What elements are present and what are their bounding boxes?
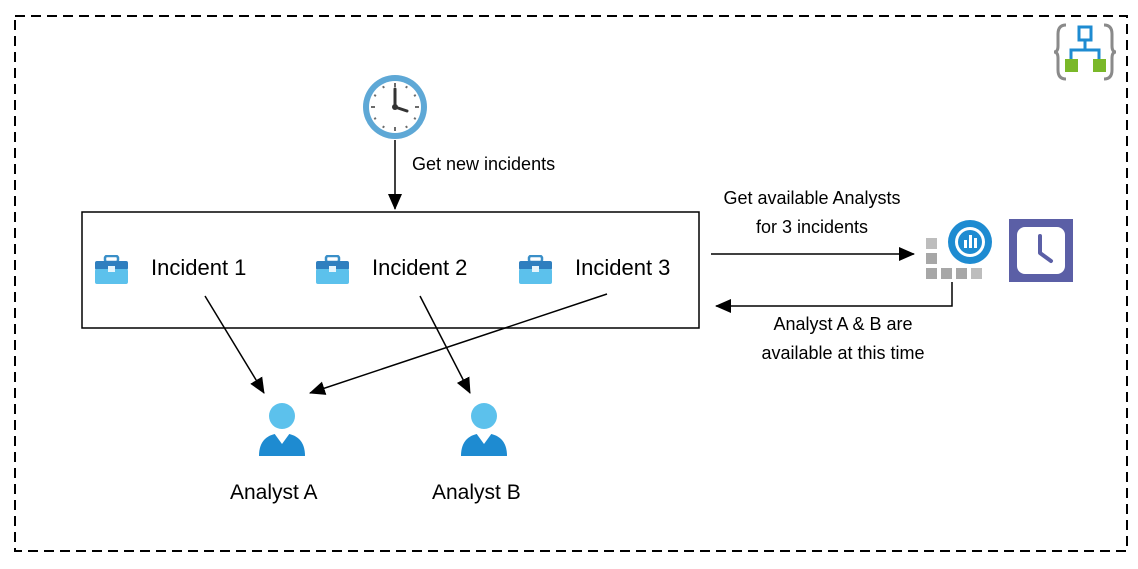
analyst-a-label: Analyst A: [230, 481, 318, 504]
incidents-box: [81, 211, 700, 329]
clock-icon: [363, 75, 427, 139]
request-analysts-label: Get available Analysts for 3 incidents: [704, 184, 920, 242]
logic-app-icon: [1053, 23, 1117, 81]
incident-2-label: Incident 2: [372, 255, 468, 280]
assign-incident3-analystA: [309, 293, 608, 395]
incident-3-label: Incident 3: [575, 255, 671, 280]
user-icon: [259, 403, 305, 456]
response-analysts-arrow: [715, 282, 953, 313]
assign-incident1-analystA: [204, 295, 265, 394]
incident-1-label: Incident 1: [151, 255, 247, 280]
shifts-calendar-clock-icon: [1009, 219, 1073, 282]
available-analysts-line2: available at this time: [761, 343, 925, 363]
analyst-b-label: Analyst B: [432, 481, 521, 504]
available-analysts-label: Analyst A & B are available at this time: [733, 310, 953, 368]
available-analysts-line1: Analyst A & B are: [773, 314, 913, 334]
briefcase-icon: [519, 255, 552, 284]
briefcase-icon: [316, 255, 349, 284]
assign-incident2-analystB: [419, 295, 471, 394]
logic-app-boundary: [14, 15, 1128, 552]
application-insights-icon: [926, 220, 992, 279]
briefcase-icon: [95, 255, 128, 284]
request-analysts-line2: for 3 incidents: [755, 217, 869, 237]
get-new-incidents-label: Get new incidents: [412, 154, 556, 174]
user-icon: [461, 403, 507, 456]
request-analysts-line1: Get available Analysts: [723, 188, 901, 208]
